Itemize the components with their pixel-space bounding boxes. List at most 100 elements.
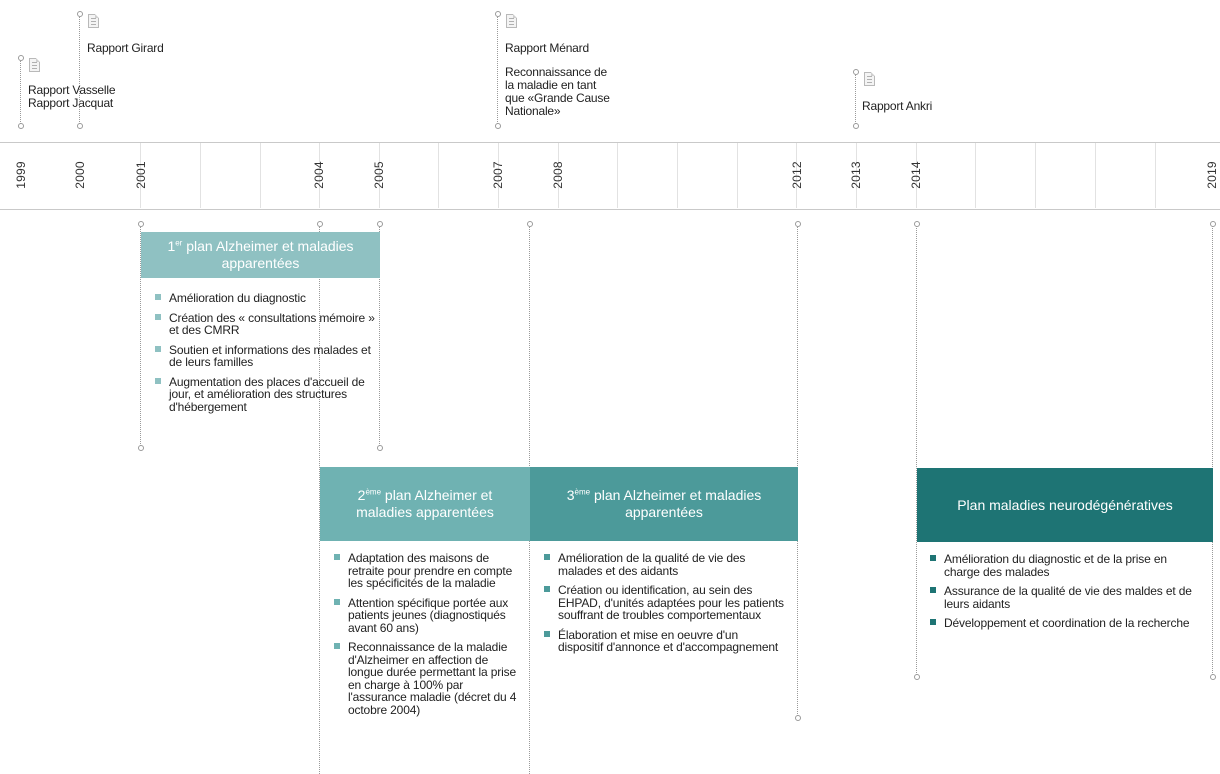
report-line: que «Grande Cause (505, 91, 610, 105)
bullet-square-icon (544, 554, 550, 560)
connector-2004 (319, 224, 320, 774)
list-item-text: Assurance de la qualité de vie des malde… (944, 584, 1192, 611)
report-line: Rapport Ankri (862, 99, 933, 113)
connector-2001 (140, 224, 141, 448)
plan-2-items: Adaptation des maisons de retraite pour … (334, 552, 520, 723)
list-item-text: Création ou identification, au sein des … (558, 583, 784, 622)
list-item-text: Développement et coordination de la rech… (944, 616, 1190, 630)
connector-dot (914, 674, 920, 680)
plan-title-text: maladies apparentées (356, 504, 494, 520)
connector-dot (495, 123, 501, 129)
bullet-square-icon (334, 643, 340, 649)
report-line: Rapport Girard (87, 41, 164, 55)
report-line: Rapport Vasselle (28, 83, 116, 97)
year-label: 2005 (372, 161, 386, 189)
plan-title-text: apparentées (625, 504, 703, 520)
connector-dot (853, 123, 859, 129)
axis-tick (796, 143, 797, 208)
axis-tick (737, 143, 738, 208)
connector-dot (1210, 674, 1216, 680)
plan-title-text: 3 (566, 487, 575, 503)
plan-title-text: plan Alzheimer et maladies (590, 487, 762, 503)
connector-2005 (379, 224, 380, 448)
bullet-square-icon (334, 554, 340, 560)
plan-3-title: 3ème plan Alzheimer et maladies apparent… (530, 467, 798, 541)
connector-2013 (855, 72, 856, 126)
list-item-text: Augmentation des places d'accueil de jou… (169, 374, 365, 414)
plan-2-title: 2ème plan Alzheimer et maladies apparent… (320, 467, 530, 541)
axis-tick (438, 143, 439, 208)
connector-1999 (20, 58, 21, 126)
axis-tick (856, 143, 857, 208)
axis-tick (379, 143, 380, 208)
axis-tick (1095, 143, 1096, 208)
axis-tick (1155, 143, 1156, 208)
document-icon (88, 14, 99, 28)
connector-dot (317, 221, 323, 227)
axis-tick (975, 143, 976, 208)
year-label: 2000 (73, 161, 87, 189)
list-item-text: Reconnaissance de la maladie d'Alzheimer… (348, 640, 517, 717)
list-item-text: Soutien et informations des malades et d… (169, 342, 371, 369)
connector-dot (795, 221, 801, 227)
list-item: Amélioration de la qualité de vie des ma… (544, 552, 786, 577)
connector-2007 (497, 14, 498, 126)
year-label: 2012 (790, 161, 804, 189)
list-item-text: Amélioration de la qualité de vie des ma… (558, 551, 746, 578)
connector-dot (138, 221, 144, 227)
list-item-text: Amélioration du diagnostic (169, 291, 306, 305)
report-line: Nationale» (505, 104, 561, 118)
plan-3-items: Amélioration de la qualité de vie des ma… (544, 552, 786, 661)
connector-dot (77, 11, 83, 17)
list-item-text: Amélioration du diagnostic et de la pris… (944, 552, 1167, 579)
list-item: Soutien et informations des malades et d… (155, 342, 375, 369)
bullet-square-icon (334, 598, 340, 605)
report-line: Reconnaissance de (505, 65, 608, 79)
year-axis (0, 142, 1220, 210)
plan-title-text: 2 (357, 487, 366, 503)
year-label: 2019 (1205, 161, 1219, 189)
axis-tick (140, 143, 141, 208)
list-item: Amélioration du diagnostic et de la pris… (930, 553, 1200, 578)
grande-cause-nationale: Reconnaissance de la maladie en tant que… (505, 66, 610, 118)
plan-title-text: Plan maladies neurodégénératives (957, 496, 1173, 513)
list-item: Assurance de la qualité de vie des malde… (930, 585, 1200, 610)
year-label: 2014 (909, 161, 923, 189)
axis-tick (558, 143, 559, 208)
list-item: Attention spécifique portée aux patients… (334, 595, 520, 635)
list-item: Augmentation des places d'accueil de jou… (155, 374, 375, 414)
axis-tick (498, 143, 499, 208)
connector-2014 (916, 224, 917, 677)
connector-2019 (1212, 224, 1213, 677)
list-item-text: Attention spécifique portée aux patients… (348, 595, 509, 635)
report-line: Rapport Jacquat (28, 96, 114, 110)
list-item: Amélioration du diagnostic (155, 292, 375, 305)
bullet-square-icon (544, 586, 550, 592)
report-line: la maladie en tant (505, 78, 597, 92)
report-girard: Rapport Girard (87, 42, 164, 55)
connector-dot (914, 221, 920, 227)
plan-title-sup: er (175, 238, 183, 248)
connector-dot (853, 69, 859, 75)
connector-dot (18, 123, 24, 129)
plan-1-items: Amélioration du diagnostic Création des … (155, 292, 375, 420)
report-ankri: Rapport Ankri (862, 100, 932, 113)
axis-tick (1035, 143, 1036, 208)
axis-tick (916, 143, 917, 208)
bullet-square-icon (544, 630, 550, 637)
list-item: Reconnaissance de la maladie d'Alzheimer… (334, 641, 520, 716)
year-label: 2007 (491, 161, 505, 189)
report-line: Rapport Ménard (505, 41, 589, 55)
list-item: Élaboration et mise en oeuvre d'un dispo… (544, 628, 786, 654)
list-item: Développement et coordination de la rech… (930, 617, 1200, 630)
axis-tick (260, 143, 261, 208)
list-item: Création des « consultations mémoire » e… (155, 310, 375, 337)
connector-dot (377, 445, 383, 451)
axis-tick (617, 143, 618, 208)
connector-dot (1210, 221, 1216, 227)
axis-tick (319, 143, 320, 208)
plan-title-sup: ème (574, 487, 591, 497)
plan-title-sup: ème (365, 487, 382, 497)
list-item-text: Création des « consultations mémoire » e… (169, 310, 375, 337)
document-icon (864, 72, 875, 86)
